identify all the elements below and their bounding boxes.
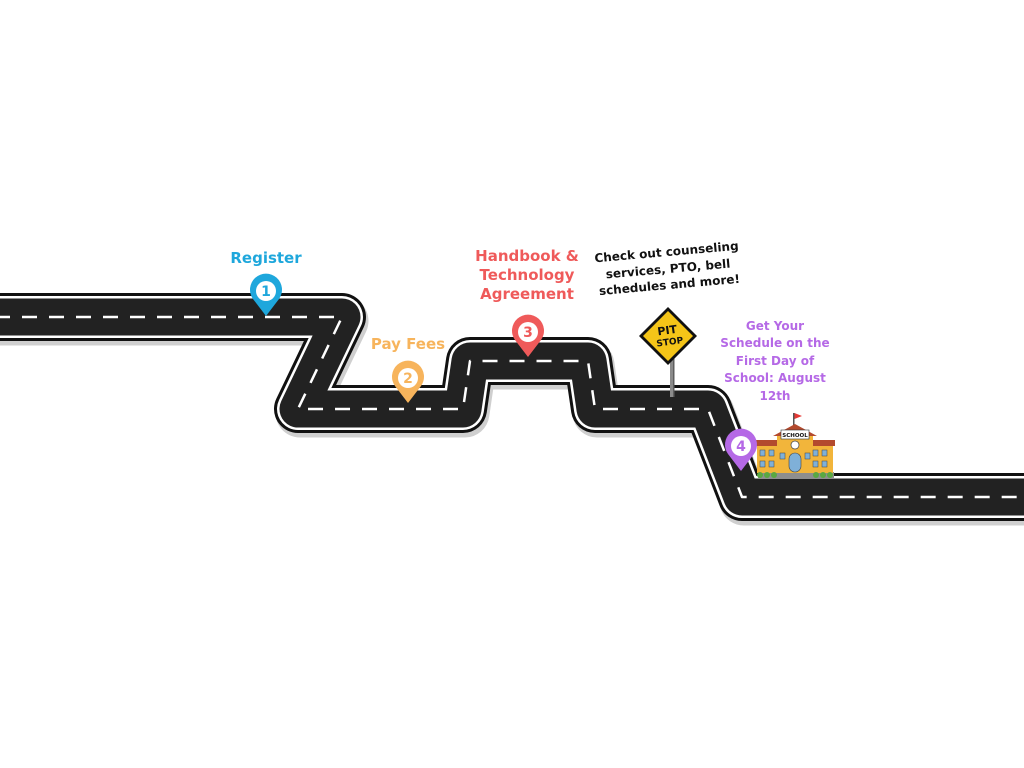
road	[0, 293, 1024, 526]
step-3-number: 3	[523, 325, 533, 341]
step-1-number: 1	[261, 284, 271, 300]
school-sign: SCHOOL	[782, 433, 808, 439]
step-3-pin-icon: 3	[512, 314, 544, 357]
clock-icon	[790, 440, 800, 450]
step-1-pin-icon: 1	[250, 273, 282, 316]
step-4-number: 4	[736, 439, 746, 455]
step-2-pin-icon: 2	[392, 360, 424, 403]
step-4-pin-icon: 4	[725, 428, 757, 471]
pit-stop-line1: PIT	[657, 323, 679, 339]
step-3-label: Handbook & Technology Agreement	[475, 247, 579, 304]
flag-icon	[794, 413, 802, 419]
school-door	[788, 452, 802, 473]
step-4-label: Get Your Schedule on the First Day of Sc…	[720, 319, 830, 403]
pit-stop-line2: STOP	[656, 336, 684, 350]
step-2-number: 2	[403, 371, 413, 387]
flag-pole	[793, 413, 795, 428]
school-building-icon: SCHOOL	[755, 413, 835, 479]
step-1-label: Register	[230, 249, 302, 267]
sign-post	[670, 352, 674, 397]
sign-post-shadow	[673, 352, 675, 397]
step-2-label: Pay Fees	[370, 335, 446, 353]
pit-stop-sign: PIT STOP	[639, 307, 697, 397]
